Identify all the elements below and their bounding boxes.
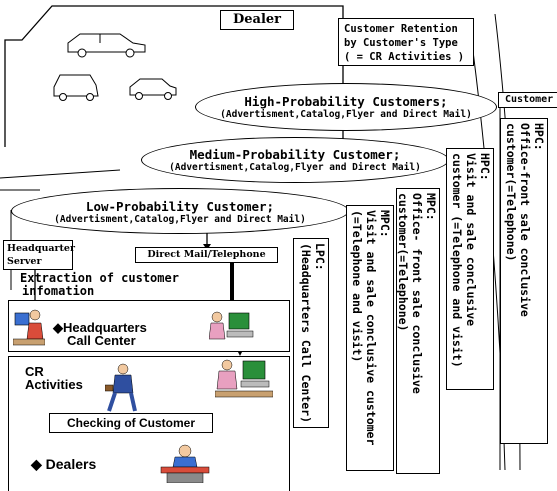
lpc-title: LPC: [313,243,327,271]
cr-activities-line1: CR [25,364,44,379]
hpc-office-body: Office-front sale conclusive customer(=T… [504,123,532,317]
hpc-visit-title: HPC: [478,153,492,181]
ellipse-high-probability: High-Probability Customers; (Advertismen… [195,83,497,131]
direct-mail-label: Direct Mail/Telephone [147,249,266,260]
dealer-desk-icon [159,443,211,484]
headquarter-server-box: Headquarter Server [3,240,75,270]
car-compact-icon [129,78,177,100]
lpc-body: (Headquarters Call Center) [299,243,313,424]
column-mpc-visit: MPC: Visit and sale conclusive customer … [346,205,394,471]
high-probability-sub: (Advertisment,Catalog,Flyer and Direct M… [220,109,472,120]
low-probability-title: Low-Probability Customer; [85,199,275,214]
dealers-label: ◆ Dealers [31,456,96,473]
medium-probability-sub: (Advertisment,Catalog,Flyer and Direct M… [169,162,421,173]
dealer-label-box: Dealer [220,10,294,30]
mpc-office-body: Office- front sale conclusive customer(=… [396,193,424,394]
extraction-line1: Extraction of customer [20,271,179,285]
dealer-staff-computer-icon [214,355,274,399]
hq-call-center-line2: Call Center [67,333,136,348]
car-van-icon [53,74,99,101]
low-probability-sub: (Advertisment,Catalog,Flyer and Direct M… [54,214,306,225]
hq-call-center-label: ◆Headquarters Call Center [53,321,147,347]
hpc-visit-body: Visit and sale conclusive customer (=Tel… [450,153,478,368]
cr-box-line3: ( = CR Activities ) [344,51,465,63]
high-probability-title: High-Probability Customers; [244,94,448,109]
medium-probability-title: Medium-Probability Customer; [189,147,401,162]
hq-call-center-line1: ◆Headquarters [53,320,147,335]
ellipse-low-probability: Low-Probability Customer; (Advertisment,… [11,188,349,234]
cr-activities-line2: Activities [25,377,83,392]
mpc-visit-title: MPC: [378,210,392,238]
column-hpc-office: HPC: Office-front sale conclusive custom… [500,118,548,444]
cr-box-line2: by Customer's Type [344,37,458,49]
dealer-activities-panel: CR Activities Checking of Customer ◆ Dea… [8,356,290,491]
mpc-office-title: MPC: [424,193,438,221]
extraction-line2: infomation [22,284,95,298]
hq-server-line2: Server [7,256,42,267]
column-mpc-office: MPC: Office- front sale conclusive custo… [396,188,440,474]
operator-desk-icon [12,305,46,347]
dealers-text: ◆ Dealers [31,456,97,472]
mpc-visit-body: Visit and sale conclusive customer (=Tel… [350,210,378,446]
customer-retention-box: Customer Retention by Customer's Type ( … [338,18,474,66]
column-lpc: LPC: (Headquarters Call Center) [293,238,329,428]
hq-call-center-panel: ◆Headquarters Call Center [8,300,290,352]
dealer-label: Dealer [232,12,282,27]
hpc-office-title: HPC: [532,123,546,151]
column-hpc-visit: HPC: Visit and sale conclusive customer … [446,148,494,390]
customer-tag: Customer [498,92,557,108]
car-sedan-icon [67,33,146,58]
call-center-computer-icon [208,307,255,343]
checking-of-customer-box: Checking of Customer [49,413,213,433]
customer-tag-text: Customer [505,94,554,105]
extraction-text: Extraction of customer infomation [20,272,179,298]
ellipse-medium-probability: Medium-Probability Customer; (Advertisme… [141,137,449,183]
direct-mail-telephone-box: Direct Mail/Telephone [135,247,278,263]
cr-box-line1: Customer Retention [344,23,458,35]
salesman-icon [104,363,139,413]
cr-activities-label: CR Activities [25,365,83,391]
checking-label: Checking of Customer [66,416,195,430]
hq-server-line1: Headquarter [7,243,75,254]
